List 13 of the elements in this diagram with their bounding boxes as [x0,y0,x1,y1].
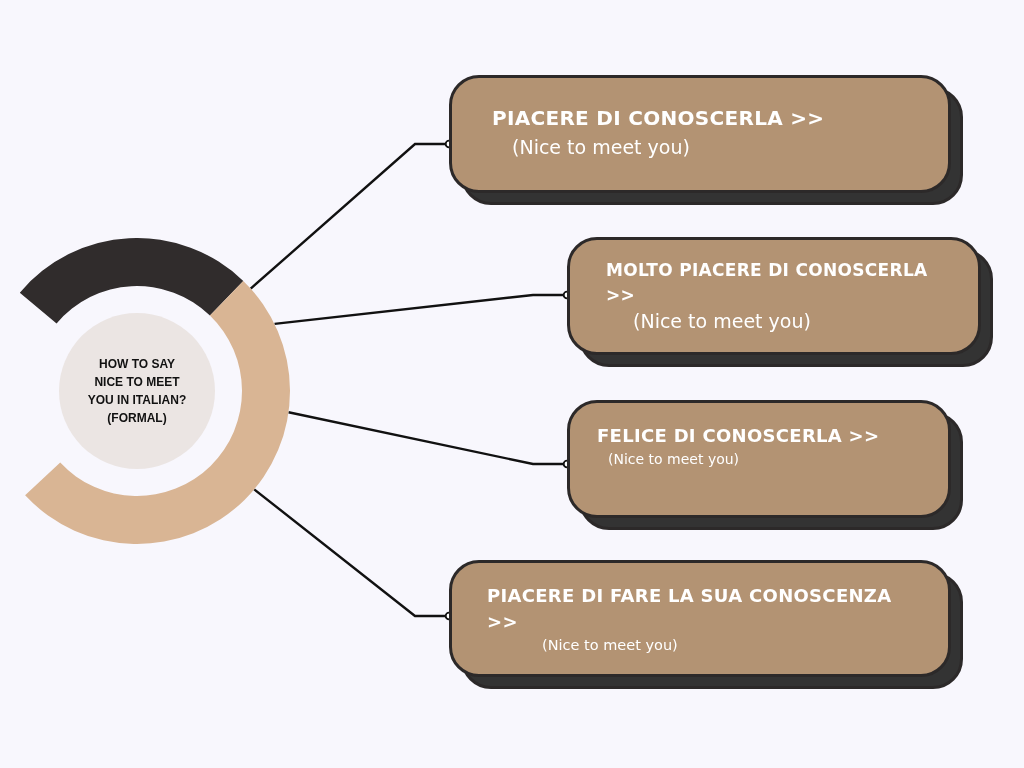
translation-text: (Nice to meet you) [512,135,691,160]
phrase-text: FELICE DI CONOSCERLA >> [597,424,881,448]
phrase-text: MOLTO PIACERE DI CONOSCERLA >> [606,259,929,307]
phrase-text: PIACERE DI CONOSCERLA >> [492,105,826,132]
phrase-card [449,75,951,193]
translation-text: (Nice to meet you) [542,636,679,656]
phrase-card [567,400,951,518]
phrase-text: PIACERE DI FARE LA SUA CONOSCENZA >> [487,584,893,635]
title-text: HOW TO SAY NICE TO MEET YOU IN ITALIAN? (FORMAL) [86,356,188,427]
phrase-card [567,237,981,355]
translation-text: (Nice to meet you) [633,309,812,335]
translation-text: (Nice to meet you) [608,450,741,470]
phrase-card [449,560,951,677]
